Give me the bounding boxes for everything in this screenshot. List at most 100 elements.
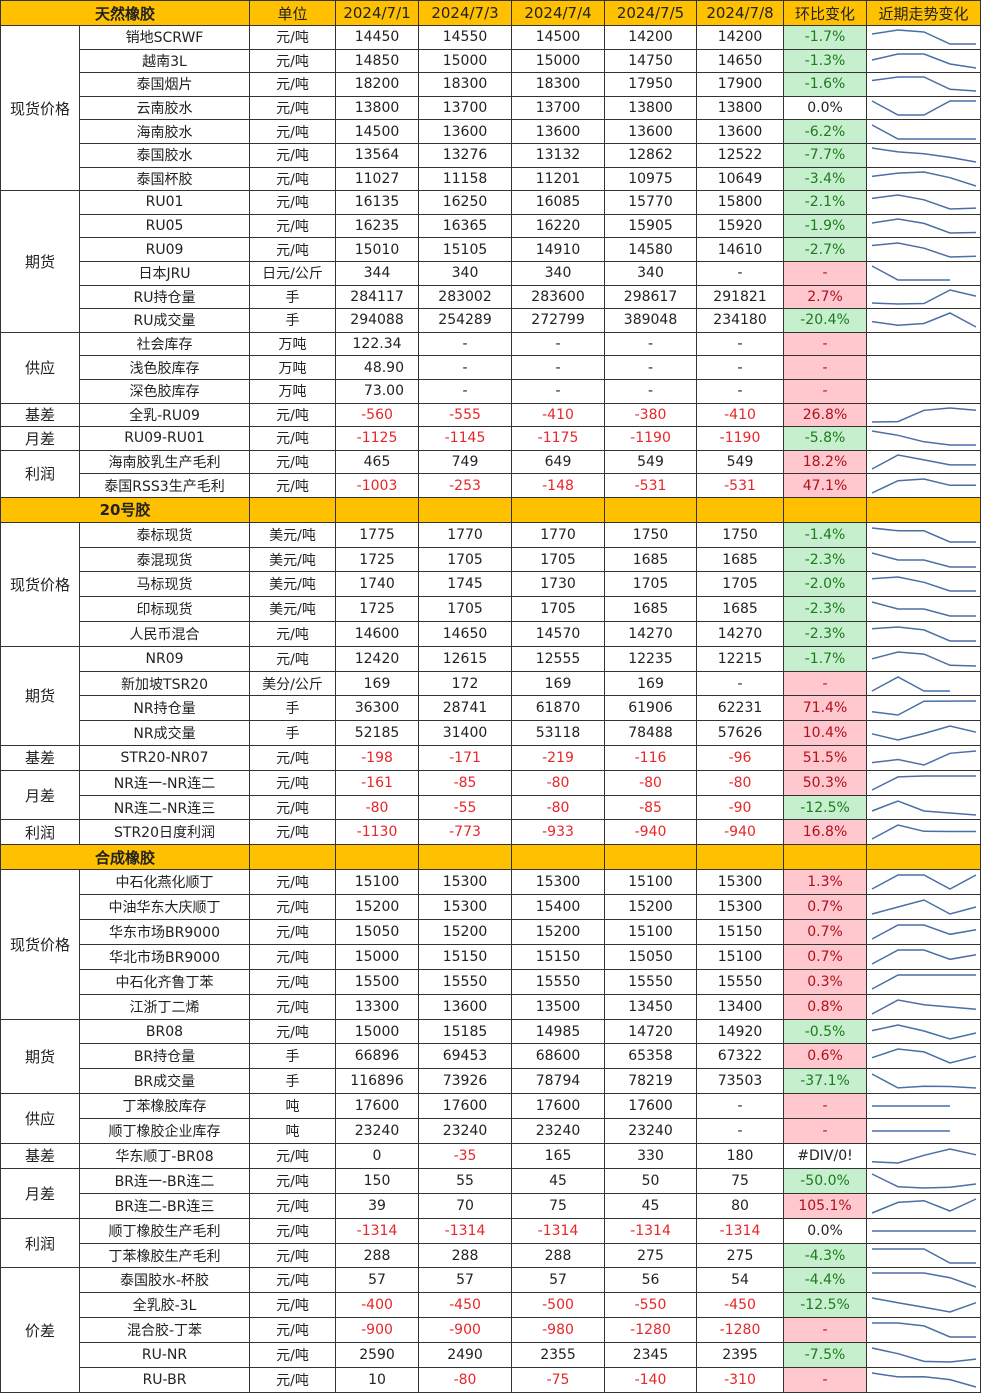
value-cell: 67322 [696,1043,785,1070]
unit: 吨 [249,1118,337,1145]
unit: 元/吨 [249,869,337,896]
header-empty-cell [604,844,698,871]
unit: 元/吨 [249,794,337,821]
value-cell: 14985 [511,1018,606,1045]
value-cell: 69453 [418,1043,513,1070]
sparkline-cell [866,1093,981,1120]
sparkline-cell [866,769,981,796]
change-cell: -2.3% [783,596,868,623]
unit: 元/吨 [249,1018,337,1045]
value-cell: 0 [335,1143,420,1169]
sparkline-line [871,1198,976,1214]
value-cell: 169 [604,670,698,697]
item-name: 顺丁橡胶生产毛利 [78,1217,251,1244]
sparkline-line [871,576,976,593]
item-name: 全乳-RU09 [78,402,251,428]
sparkline-cell [866,95,981,121]
sparkline-cell [866,720,981,747]
unit-header: 单位 [249,0,337,26]
change-cell: 50.3% [783,769,868,796]
value-cell: 1770 [511,521,606,548]
sparkline [871,527,976,543]
item-name: BR成交量 [78,1068,251,1095]
value-cell: 14650 [696,48,785,74]
unit: 手 [249,284,337,310]
value-cell: 14570 [511,621,606,647]
value-cell: -1314 [696,1217,785,1244]
value-cell: 23240 [604,1118,698,1145]
value-cell: 70 [418,1192,513,1219]
unit: 元/吨 [249,237,337,262]
item-name: 销地SCRWF [78,25,251,50]
value-cell: 17900 [696,72,785,97]
sparkline-cell [866,1043,981,1070]
sparkline [871,998,976,1015]
group-label: 供应 [0,331,80,404]
change-cell: -3.4% [783,166,868,192]
group-label: 期货 [0,645,80,747]
unit: 元/吨 [249,1242,337,1269]
value-cell: -531 [696,473,785,498]
sparkline-line [871,924,976,940]
item-name: 中石化齐鲁丁苯 [78,968,251,995]
group-label: 供应 [0,1093,80,1145]
value-cell: 61870 [511,695,606,722]
sparkline-cell [866,993,981,1020]
group-label: 利润 [0,819,80,846]
item-name: NR持仓量 [78,695,251,722]
sparkline-line [871,824,976,840]
sparkline-line [871,407,976,423]
sparkline-line [871,675,950,692]
value-cell: 13600 [418,993,513,1020]
item-name: 浅色胶库存 [78,355,251,380]
unit: 美分/公斤 [249,670,337,697]
sparkline-cell [866,25,981,50]
header-empty-cell [696,844,785,871]
sparkline [871,650,976,667]
sparkline-cell [866,1317,981,1344]
sparkline [871,725,976,741]
change-cell: 0.6% [783,1043,868,1070]
value-cell: 14500 [511,25,606,50]
value-cell: 15300 [418,894,513,921]
value-cell: 749 [418,449,513,475]
value-cell: -75 [511,1367,606,1393]
value-cell: -1190 [696,426,785,451]
value-cell: -1314 [604,1217,698,1244]
sparkline-line [871,218,976,234]
group-label: 价差 [0,1267,80,1393]
value-cell: 12420 [335,645,420,672]
sparkline-line [871,1372,976,1388]
value-cell: 15150 [511,943,606,970]
date-header: 2024/7/1 [335,0,420,26]
value-cell: 15905 [604,213,698,239]
value-cell: 15200 [511,919,606,945]
value-cell: 13800 [335,95,420,121]
value-cell: 15550 [604,968,698,995]
value-cell: 340 [604,260,698,286]
sparkline-cell [866,119,981,144]
sparkline-cell [866,645,981,672]
value-cell: -35 [418,1143,513,1169]
date-header: 2024/7/5 [604,0,698,26]
sparkline-line [871,1173,976,1189]
sparkline [871,124,976,140]
unit: 元/吨 [249,119,337,144]
sparkline-line [871,171,976,187]
sparkline [871,76,976,93]
sparkline-line [871,774,976,791]
item-name: RU持仓量 [78,284,251,310]
unit: 元/吨 [249,1367,337,1393]
value-cell: -140 [604,1367,698,1393]
unit: 美元/吨 [249,546,337,573]
sparkline [871,1272,976,1289]
sparkline-cell [866,48,981,74]
value-cell: 17950 [604,72,698,97]
